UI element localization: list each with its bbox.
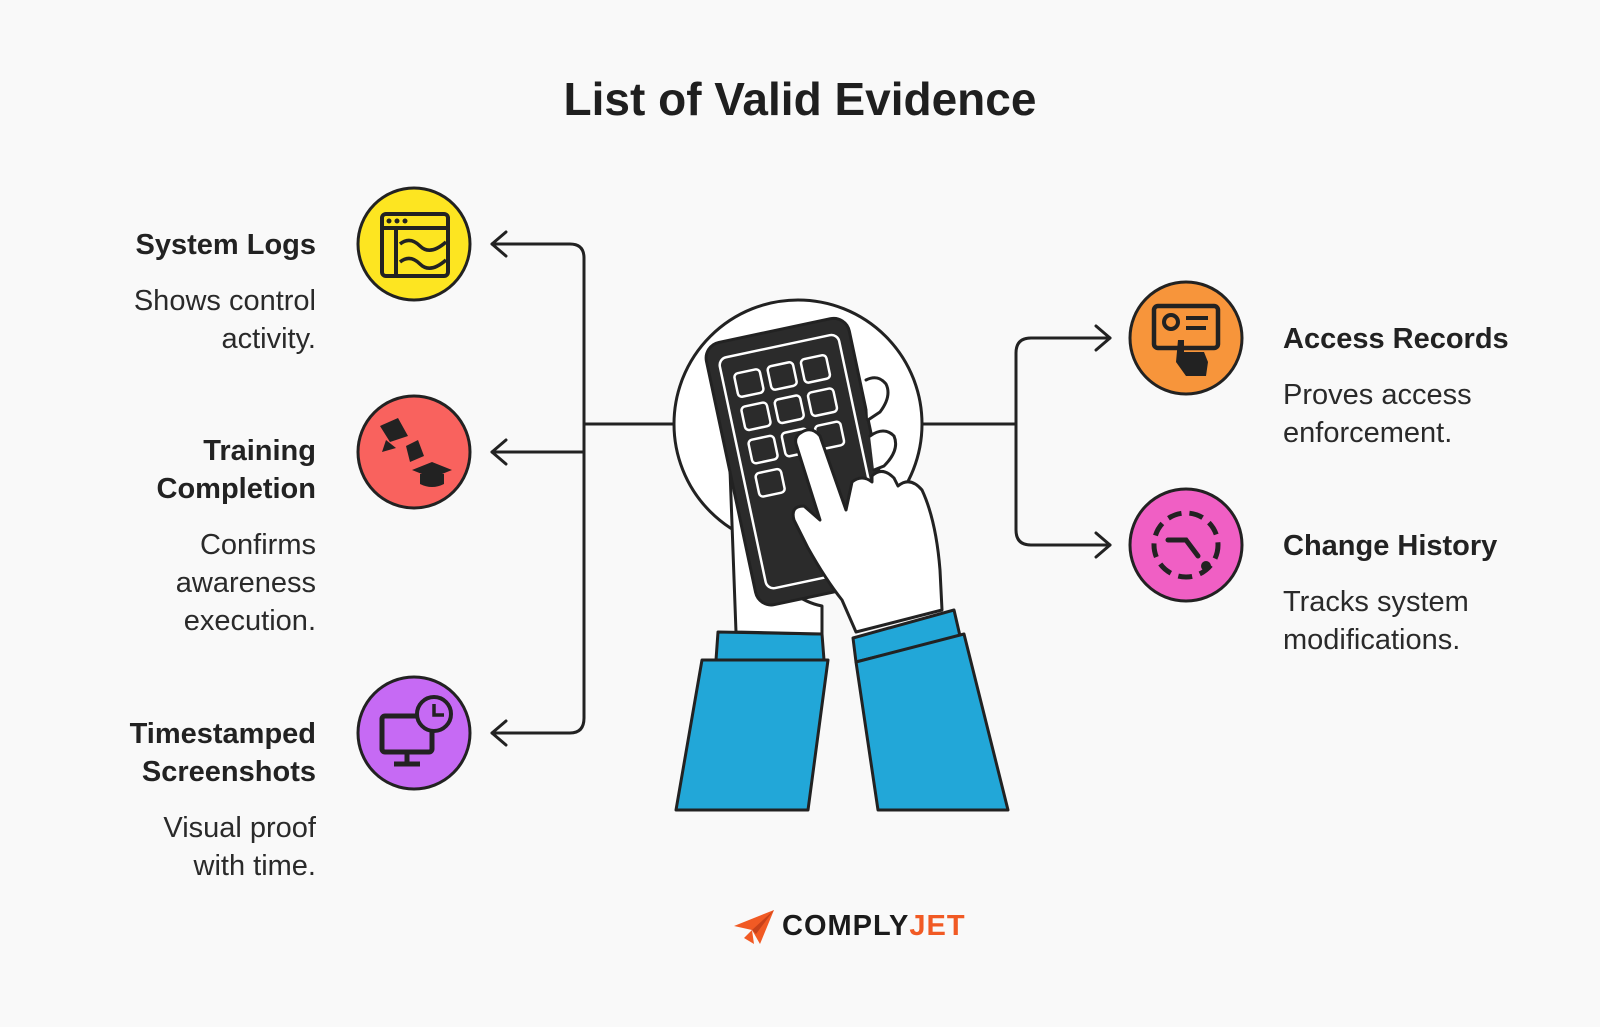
connector-left-trunk: [490, 242, 676, 735]
id-card-hand-icon: [1128, 280, 1244, 396]
change-history-desc-line-1: Tracks system: [1283, 586, 1469, 618]
left-sleeve: [714, 630, 826, 662]
page-title: List of Valid Evidence: [563, 73, 1037, 125]
training-title-line-1: Training: [203, 435, 316, 467]
change-history-title: Change History: [1283, 530, 1498, 562]
arrow-access-records: [1094, 324, 1112, 352]
system-logs-desc-line-2: activity.: [221, 323, 316, 355]
arrow-change-history: [1094, 531, 1112, 559]
graduation-cap-icon: [356, 394, 472, 510]
brand-name-part-2: JET: [909, 909, 966, 942]
browser-log-icon: [356, 186, 472, 302]
screenshots-desc-line-2: with time.: [193, 850, 316, 882]
phone-hands-illustration: [672, 298, 1010, 812]
arrow-system-logs: [490, 230, 508, 258]
training-desc-line-1: Confirms: [199, 529, 316, 561]
left-sleeve-lower: [674, 658, 830, 812]
left-finger-1: [864, 376, 890, 422]
screenshots-desc-line-1: Visual proof: [163, 812, 316, 844]
training-desc-line-3: execution.: [183, 605, 316, 637]
brand-logo: COMPLYJET: [732, 906, 966, 946]
right-hand: [791, 428, 944, 634]
screenshots-title-line-1: Timestamped: [129, 718, 316, 750]
screenshots-title-line-2: Screenshots: [141, 756, 316, 788]
connector-lines: [490, 230, 1112, 747]
change-cycle-icon: [1128, 487, 1244, 603]
system-logs-title: System Logs: [135, 229, 317, 261]
training-desc-line-2: awareness: [175, 567, 316, 599]
access-records-title: Access Records: [1283, 323, 1509, 355]
monitor-clock-icon: [356, 675, 472, 791]
arrow-screenshots: [490, 719, 508, 747]
right-sleeve-lower: [854, 632, 1010, 812]
system-logs-desc-line-1: Shows control: [133, 285, 316, 317]
left-finger-2: [868, 429, 898, 472]
connector-right-trunk: [920, 336, 1112, 547]
training-title-line-2: Completion: [156, 473, 317, 505]
brand-name: COMPLYJET: [782, 910, 966, 943]
access-records-desc-line-2: enforcement.: [1283, 417, 1453, 449]
brand-name-part-1: COMPLY: [782, 909, 910, 942]
arrow-training: [490, 438, 508, 466]
paper-plane-icon: [734, 910, 774, 944]
change-history-desc-line-2: modifications.: [1283, 624, 1461, 656]
access-records-desc-line-1: Proves access: [1283, 379, 1472, 411]
